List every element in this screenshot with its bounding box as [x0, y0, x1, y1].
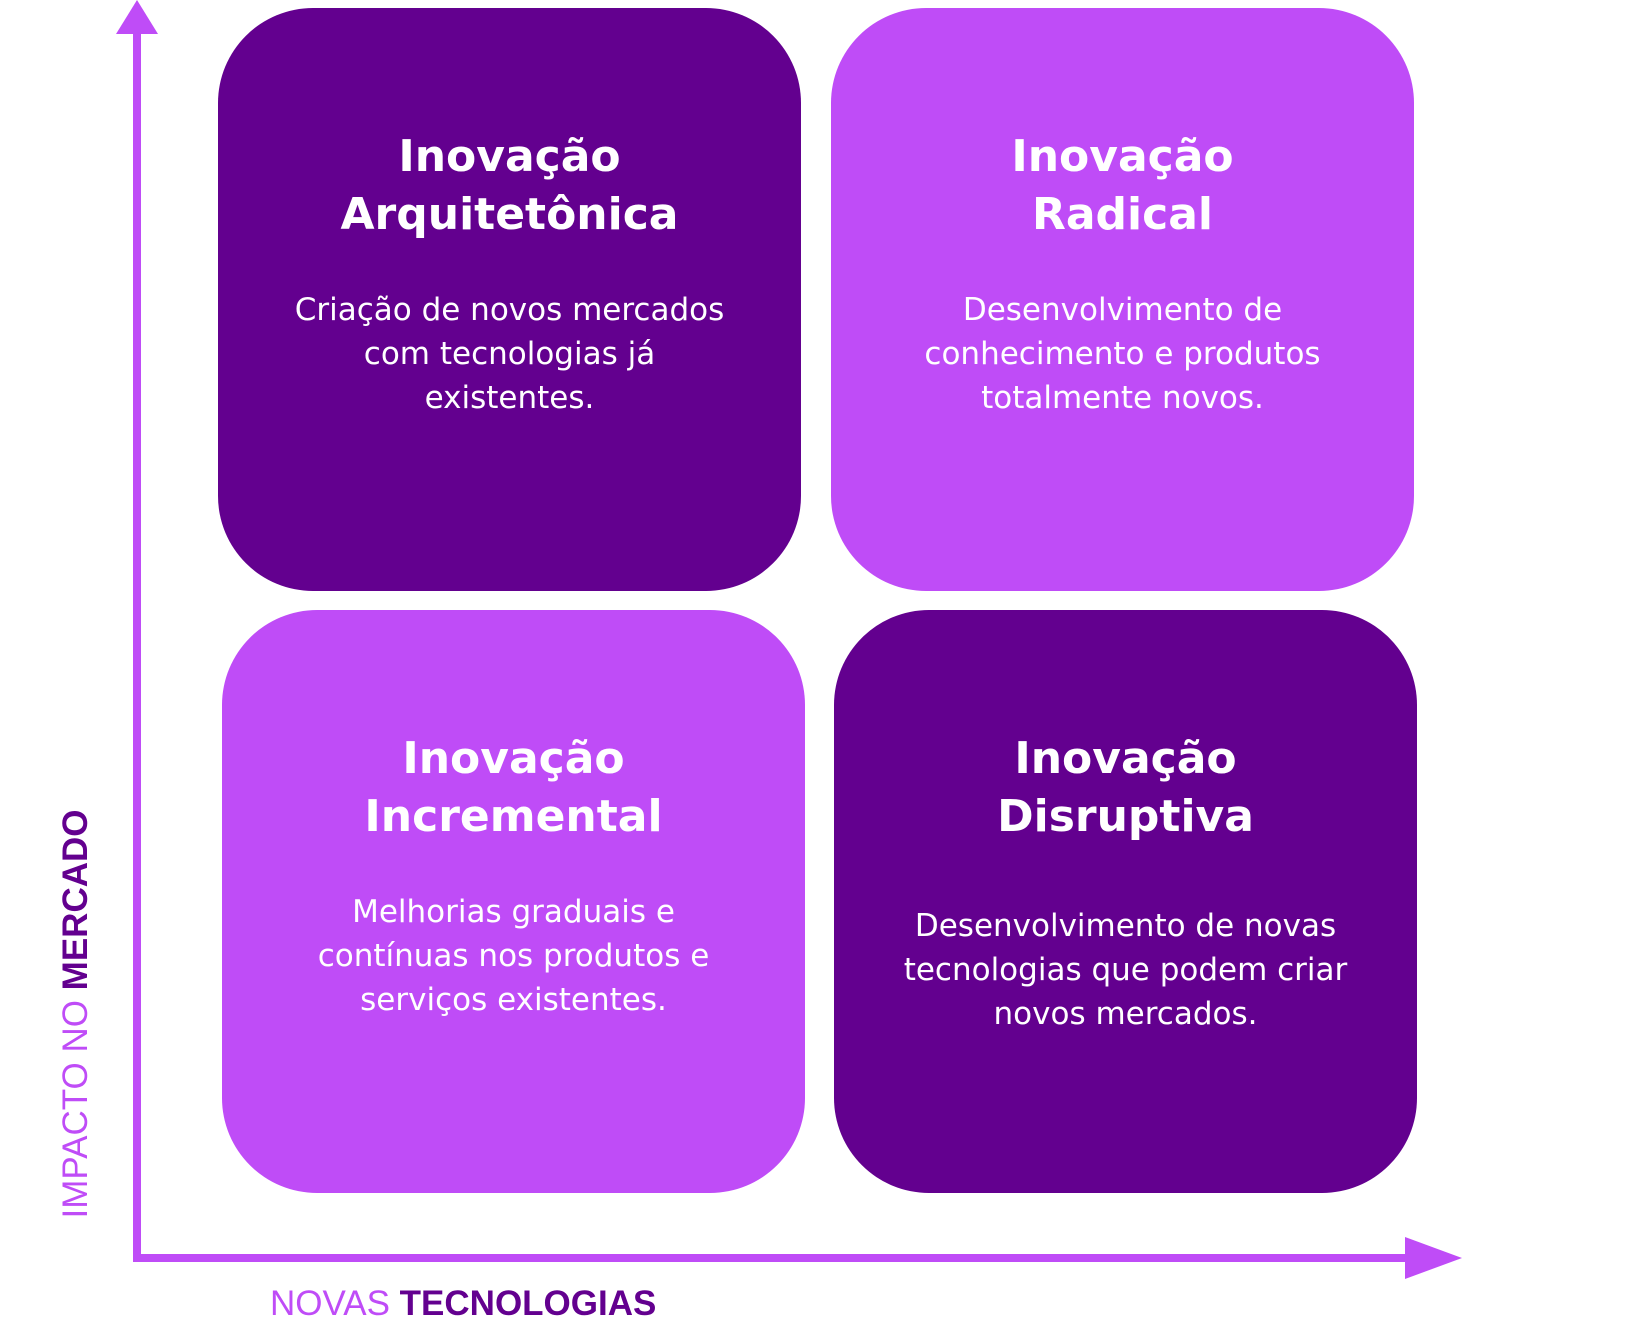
quadrant-title-line-1: Inovação [402, 733, 625, 784]
quadrant-radical-innovation: Inovação Radical Desenvolvimento de conh… [831, 8, 1414, 591]
quadrant-title-line-1: Inovação [398, 131, 621, 182]
quadrant-title-line-2: Radical [1031, 189, 1213, 240]
quadrant-description: Criação de novos mercados com tecnologia… [294, 292, 725, 416]
quadrant-title-line-2: Incremental [364, 791, 663, 842]
x-axis-label-bold: TECNOLOGIAS [399, 1284, 657, 1323]
quadrant-incremental-innovation: Inovação Incremental Melhorias graduais … [222, 610, 805, 1193]
quadrant-title: Inovação Arquitetônica [218, 128, 801, 244]
x-axis-label-plain: NOVAS [270, 1284, 400, 1323]
quadrant-title-line-1: Inovação [1011, 131, 1234, 182]
y-axis-arrow-icon [116, 0, 158, 34]
quadrant-description: Desenvolvimento de novas tecnologias que… [903, 908, 1348, 1032]
quadrant-title-line-2: Arquitetônica [340, 189, 679, 240]
quadrant-description: Desenvolvimento de conhecimento e produt… [924, 292, 1321, 416]
x-axis-arrow-icon [1405, 1237, 1462, 1279]
quadrant-title-line-2: Disruptiva [997, 791, 1254, 842]
quadrant-disruptive-innovation: Inovação Disruptiva Desenvolvimento de n… [834, 610, 1417, 1193]
quadrant-title: Inovação Disruptiva [834, 730, 1417, 846]
quadrant-title-line-1: Inovação [1014, 733, 1237, 784]
quadrant-title: Inovação Incremental [222, 730, 805, 846]
quadrant-architectural-innovation: Inovação Arquitetônica Criação de novos … [218, 8, 801, 591]
y-axis-label: IMPACTO NO MERCADO [56, 810, 96, 1219]
y-axis-label-plain: IMPACTO NO [56, 990, 95, 1219]
quadrant-description: Melhorias graduais e contínuas nos produ… [317, 894, 710, 1018]
y-axis-label-bold: MERCADO [56, 809, 95, 991]
x-axis-label: NOVAS TECNOLOGIAS [270, 1284, 656, 1324]
quadrant-title: Inovação Radical [831, 128, 1414, 244]
